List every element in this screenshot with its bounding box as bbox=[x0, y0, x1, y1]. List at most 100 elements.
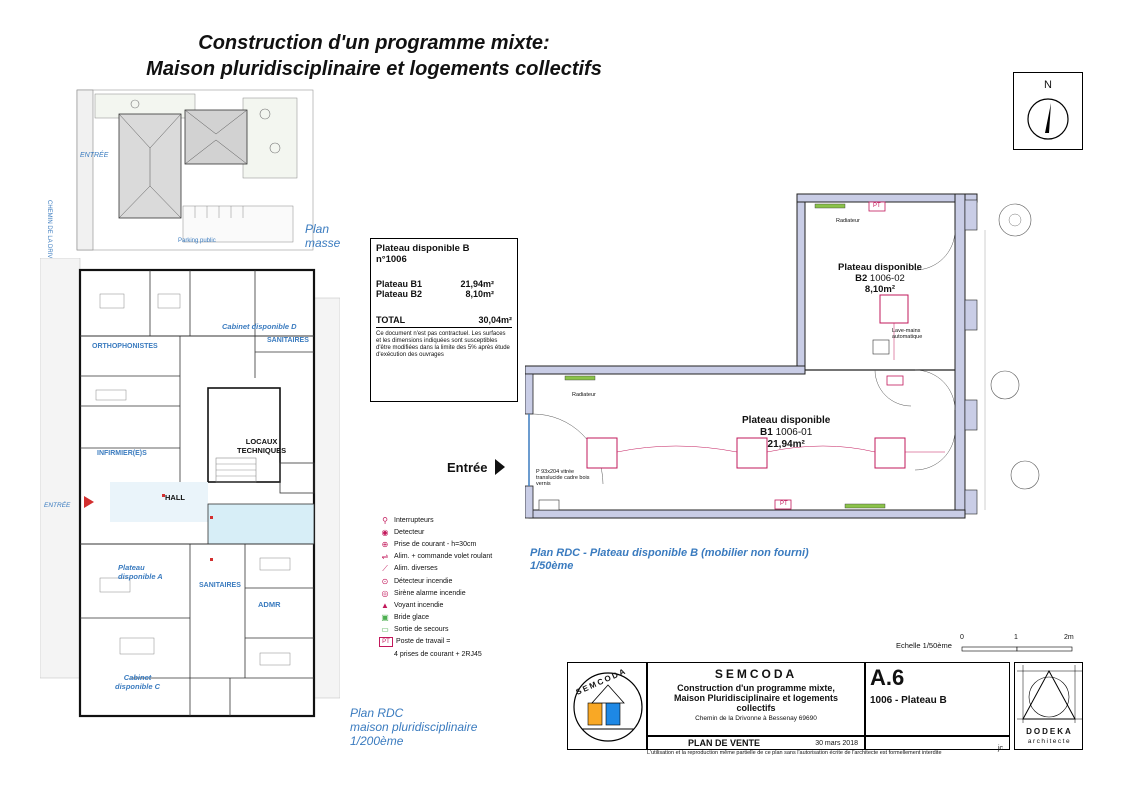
pt-label-b2: PT bbox=[873, 203, 881, 209]
scale-label: Echelle 1/50ème bbox=[896, 641, 952, 650]
legend-label: Bride glace bbox=[394, 614, 430, 622]
detail-plan-title-line-1: Plan RDC - Plateau disponible B (mobilie… bbox=[530, 547, 809, 559]
scale-tick-0: 0 bbox=[960, 634, 964, 641]
power-supply-icon: ⟋ bbox=[382, 563, 388, 573]
detector-icon: ◉ bbox=[381, 527, 389, 537]
company-name: SEMCODA bbox=[714, 667, 798, 681]
plan-rdc-small-drawing bbox=[40, 258, 340, 718]
room-hall: HALL bbox=[165, 493, 185, 502]
scale-bar bbox=[961, 646, 1073, 652]
plan-rdc-small-title-line-2: maison pluridisciplinaire bbox=[350, 720, 478, 734]
surface-table: Plateau disponible B n°1006 Plateau B1 2… bbox=[370, 238, 518, 402]
room-sanitaires-top: SANITAIRES bbox=[267, 337, 309, 344]
b1-ref-line: B1 1006-01 bbox=[742, 427, 830, 439]
legend-label: Alim. + commande volet roulant bbox=[394, 553, 493, 561]
plan-masse-entree-label: ENTRÉE bbox=[80, 152, 109, 159]
room-plateau-a-line-2: disponible A bbox=[118, 572, 163, 581]
radiateur-label-b1: Radiateur bbox=[572, 392, 596, 398]
surface-row-b1-label: Plateau B1 bbox=[376, 279, 423, 289]
compass-rose-icon bbox=[1027, 98, 1069, 140]
plan-rdc-small-title-line-1: Plan RDC bbox=[350, 706, 404, 720]
drafter-initials: jc bbox=[997, 745, 1003, 752]
power-outlet-icon: ⊕ bbox=[381, 539, 389, 549]
surface-row-total-value: 30,04m² bbox=[478, 315, 512, 325]
scale-tick-2: 2m bbox=[1064, 634, 1074, 641]
plan-masse-parking-label: Parking public bbox=[178, 238, 216, 244]
surface-row-b2: Plateau B2 8,10m² bbox=[376, 289, 512, 299]
b1-label: Plateau disponible B1 1006-01 21,94m² bbox=[742, 415, 830, 451]
surface-row-total-label: TOTAL bbox=[376, 315, 406, 325]
plan-type-cell: PLAN DE VENTE 30 mars 2018 bbox=[647, 736, 865, 750]
room-cabinet-c-line-2: disponible C bbox=[115, 682, 160, 691]
legend-label: Detecteur bbox=[394, 528, 425, 536]
surface-table-disclaimer: Ce document n'est pas contractuel. Les s… bbox=[376, 331, 510, 358]
plan-masse-title-line-2: masse bbox=[305, 236, 341, 250]
project-line-3: collectifs bbox=[736, 703, 776, 713]
logo-cell: SEMCODA bbox=[567, 662, 647, 750]
b2-ref: 1006-02 bbox=[869, 273, 905, 284]
shutter-control-icon: ⇌ bbox=[381, 552, 389, 562]
surface-row-total: TOTAL 30,04m² bbox=[376, 315, 512, 328]
detail-plan-drawing bbox=[525, 193, 1040, 519]
north-compass: N bbox=[1013, 72, 1083, 150]
b1-title: Plateau disponible bbox=[742, 415, 831, 426]
room-infirmiers: INFIRMIER(E)S bbox=[97, 450, 147, 457]
plan-rdc-small-title-line-3: 1/200ème bbox=[350, 734, 404, 748]
detail-plan-title-line-2: 1/50ème bbox=[530, 560, 574, 572]
title-line-2: Maison pluridisciplinaire et logements c… bbox=[146, 58, 602, 80]
legend-label: Sirène alarme incendie bbox=[394, 589, 466, 597]
room-entree: ENTRÉE bbox=[44, 502, 71, 509]
room-cabinet-c: Cabinet disponible C bbox=[115, 673, 160, 691]
fire-light-icon: ▲ bbox=[381, 600, 389, 610]
pt-label-b1: PT bbox=[780, 501, 788, 507]
b1-ref: 1006-01 bbox=[775, 427, 813, 438]
surface-row-b2-value: 8,10m² bbox=[465, 289, 494, 299]
emergency-exit-icon: ▭ bbox=[381, 625, 389, 635]
legend-label: Prise de courant - h=30cm bbox=[394, 540, 477, 548]
room-plateau-a: Plateau disponible A bbox=[118, 563, 163, 581]
legend-label: Poste de travail = bbox=[396, 638, 451, 646]
plan-type: PLAN DE VENTE bbox=[688, 738, 761, 748]
b2-title: Plateau disponible bbox=[838, 262, 922, 273]
surface-row-b1: Plateau B1 21,94m² bbox=[376, 279, 512, 289]
legend-label: Interrupteurs bbox=[394, 516, 434, 524]
legend-row: ◎ Sirène alarme incendie bbox=[376, 587, 536, 599]
scale-tick-1: 1 bbox=[1014, 634, 1018, 641]
legend-row: ⊙Détecteur incendie bbox=[376, 575, 536, 587]
room-cabinet-c-line-1: Cabinet bbox=[123, 673, 152, 682]
architect-sub: architecte bbox=[1027, 738, 1072, 745]
legend-row: 4 prises de courant + 2RJ45 bbox=[376, 648, 536, 660]
radiateur-label-b2: Radiateur bbox=[836, 218, 860, 224]
legend-row: ▣Bride glace bbox=[376, 612, 536, 624]
b1-ref-prefix: B1 bbox=[760, 427, 773, 438]
legend-row: ▲ Voyant incendie bbox=[376, 599, 536, 611]
room-cabinet-d: Cabinet disponible D bbox=[222, 322, 297, 331]
switch-icon: ⚲ bbox=[382, 515, 388, 525]
copyright-notice: L'utilisation et la reproduction même pa… bbox=[647, 750, 942, 756]
sheet-number: A.6 bbox=[870, 665, 905, 690]
legend-label: Détecteur incendie bbox=[394, 577, 453, 585]
room-locaux-line-1: LOCAUX bbox=[245, 437, 278, 446]
surface-table-heading-1: Plateau disponible B bbox=[376, 243, 470, 254]
legend-row: ⊕ Prise de courant - h=30cm bbox=[376, 538, 536, 550]
b2-ref-line: B2 1006-02 bbox=[838, 273, 922, 284]
fire-siren-icon: ◎ bbox=[381, 588, 389, 598]
lave-mains-label: Lave-mains automatique bbox=[892, 328, 923, 340]
legend-row: ⚲ Interrupteurs bbox=[376, 514, 536, 526]
dodeka-logo-icon bbox=[1017, 665, 1082, 723]
legend-label: Voyant incendie bbox=[394, 601, 444, 609]
project-line-2: Maison Pluridisciplinaire et logements bbox=[673, 693, 839, 703]
entree-arrow-icon bbox=[495, 459, 506, 475]
legend-label: Sortie de secours bbox=[394, 626, 449, 634]
room-sanitaires-bottom: SANITAIRES bbox=[199, 582, 241, 589]
legend: ⚲ Interrupteurs ◉ Detecteur ⊕ Prise de cour… bbox=[376, 514, 536, 660]
project-line-1: Construction d'un programme mixte, bbox=[677, 683, 835, 693]
plan-masse-drawing bbox=[76, 89, 314, 251]
room-admr: ADMR bbox=[258, 600, 281, 609]
surface-row-b2-label: Plateau B2 bbox=[376, 289, 423, 299]
project-cell: SEMCODA Construction d'un programme mixt… bbox=[647, 662, 865, 736]
entree-detail-label: Entrée bbox=[447, 459, 506, 475]
drawing-title: Construction d'un programme mixte: Maiso… bbox=[104, 30, 644, 82]
plan-rdc-small-title: Plan RDC maison pluridisciplinaire 1/200… bbox=[350, 706, 477, 748]
initials-cell: jc bbox=[865, 736, 1010, 752]
